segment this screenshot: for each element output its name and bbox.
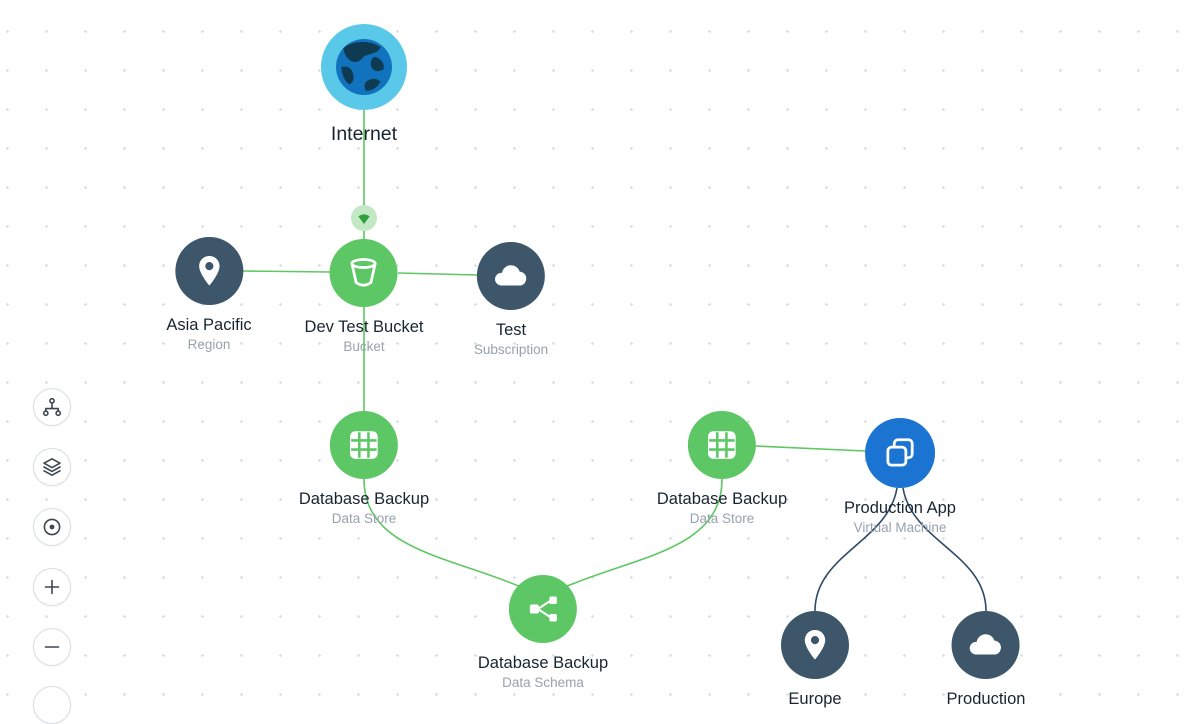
node-sublabel: Subscription — [473, 342, 549, 357]
node-label: Dev Test Bucket — [304, 318, 424, 336]
table-icon — [350, 431, 378, 459]
node-production[interactable]: Production — [947, 611, 1025, 709]
focus-icon — [43, 518, 61, 536]
hierarchy-icon — [42, 397, 62, 417]
node-asia-pacific[interactable]: Asia Pacific Region — [166, 237, 252, 352]
zoom-in-button[interactable] — [33, 568, 71, 606]
node-circle[interactable] — [864, 418, 935, 488]
node-production-app[interactable]: Production App Virtual Machine — [844, 418, 956, 535]
layers-icon — [43, 458, 61, 476]
cloud-icon — [495, 265, 527, 286]
node-circle[interactable] — [329, 239, 398, 307]
node-internet[interactable]: Internet — [321, 24, 407, 146]
node-circle[interactable] — [781, 611, 849, 679]
node-label: Database Backup — [477, 654, 609, 672]
partial-hidden-icon — [41, 694, 63, 716]
bucket-icon — [350, 258, 378, 287]
node-sublabel: Data Schema — [502, 675, 584, 690]
node-label: Test — [495, 321, 527, 339]
node-circle[interactable] — [175, 237, 243, 305]
node-database-backup-schema[interactable]: Database Backup Data Schema — [478, 575, 608, 690]
node-label: Production App — [844, 499, 956, 517]
node-database-backup-store-2[interactable]: Database Backup Data Store — [657, 411, 787, 526]
node-label: Internet — [330, 123, 398, 145]
node-database-backup-store-1[interactable]: Database Backup Data Store — [299, 411, 429, 526]
node-test[interactable]: Test Subscription — [474, 242, 548, 357]
node-label: Database Backup — [298, 490, 430, 508]
node-circle[interactable] — [321, 24, 407, 110]
node-dev-test-bucket[interactable]: Dev Test Bucket Bucket — [304, 239, 424, 354]
node-sublabel: Bucket — [343, 339, 385, 354]
map-pin-icon — [804, 630, 826, 660]
node-circle[interactable] — [951, 611, 1020, 679]
node-circle[interactable] — [687, 411, 756, 479]
zoom-in-icon — [44, 579, 60, 595]
node-label: Database Backup — [656, 490, 788, 508]
node-europe[interactable]: Europe — [781, 611, 849, 709]
table-icon — [708, 431, 736, 459]
layers-button[interactable] — [33, 448, 71, 486]
node-sublabel: Region — [187, 337, 231, 352]
schema-icon — [529, 596, 557, 622]
vm-icon — [886, 438, 914, 467]
globe-icon — [336, 39, 392, 95]
edge-arrow-marker — [351, 205, 377, 231]
node-circle[interactable] — [329, 411, 398, 479]
node-sublabel: Data Store — [331, 511, 397, 526]
zoom-out-icon — [44, 646, 60, 648]
node-circle[interactable] — [476, 242, 545, 310]
map-pin-icon — [198, 256, 220, 286]
cloud-icon — [970, 634, 1002, 655]
hierarchy-button[interactable] — [33, 388, 71, 426]
hidden-bottom-button[interactable] — [33, 686, 71, 724]
node-sublabel: Virtual Machine — [853, 520, 947, 535]
zoom-out-button[interactable] — [33, 628, 71, 666]
focus-button[interactable] — [33, 508, 71, 546]
node-circle[interactable] — [508, 575, 577, 643]
node-label: Asia Pacific — [166, 316, 252, 334]
diamond-arrow-icon — [358, 214, 370, 224]
node-sublabel: Data Store — [689, 511, 755, 526]
